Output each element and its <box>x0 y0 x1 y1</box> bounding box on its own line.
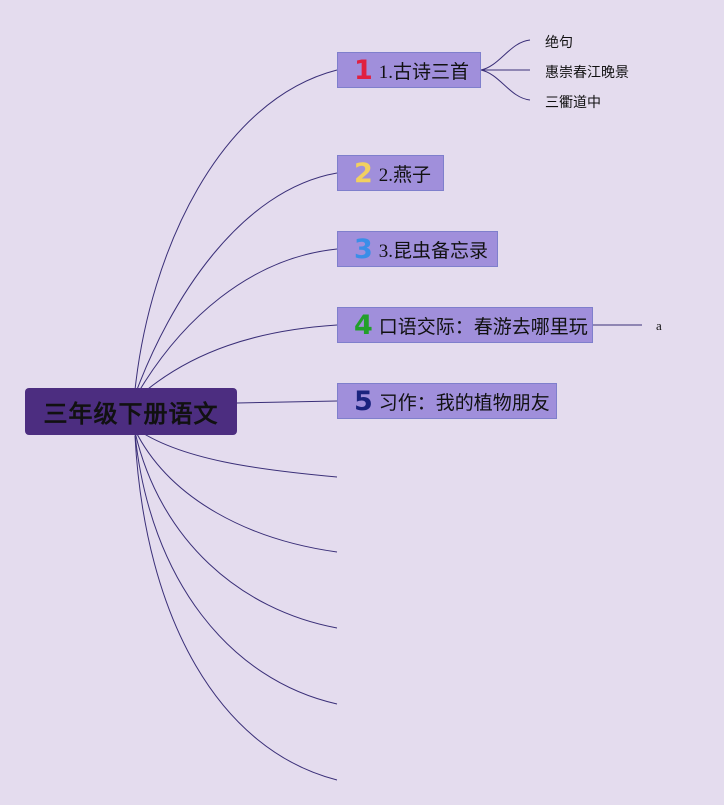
connector-topic-4 <box>134 324 338 401</box>
connector-topic-1 <box>134 69 338 391</box>
connector-topic-2 <box>134 172 338 396</box>
number-1-icon: 1 <box>354 54 373 86</box>
topic-2[interactable]: 2 2.燕子 <box>337 155 444 191</box>
topic-4-label: 口语交际：春游去哪里玩 <box>378 316 588 338</box>
topic-3-label: 3.昆虫备忘录 <box>378 240 489 262</box>
connector-empty-5 <box>134 435 338 781</box>
subtopic-sanqu[interactable]: 三衢道中 <box>545 95 601 111</box>
connector-empty-2 <box>134 429 338 553</box>
subtopic-huichong[interactable]: 惠崇春江晚景 <box>545 65 629 81</box>
topic-5-label: 习作：我的植物朋友 <box>378 392 550 414</box>
connector-topic-3 <box>134 248 338 399</box>
connector-empty-4 <box>134 433 338 705</box>
connector-sub-3 <box>480 69 531 101</box>
subtopic-a[interactable]: a <box>656 318 662 333</box>
connector-empty-1 <box>134 427 338 478</box>
topic-1-label: 1.古诗三首 <box>378 61 470 83</box>
connector-empty-3 <box>134 431 338 629</box>
connector-topic-5 <box>236 400 338 404</box>
root-label: 三年级下册语文 <box>43 400 219 428</box>
number-4-icon: 4 <box>354 309 373 341</box>
topic-2-label: 2.燕子 <box>378 164 432 186</box>
topic-5[interactable]: 5 习作：我的植物朋友 <box>337 383 557 419</box>
number-3-icon: 3 <box>354 233 373 265</box>
topic-4[interactable]: 4 口语交际：春游去哪里玩 <box>337 307 593 343</box>
topic-1[interactable]: 1 1.古诗三首 <box>337 52 481 88</box>
topic-3[interactable]: 3 3.昆虫备忘录 <box>337 231 498 267</box>
subtopic-jueju[interactable]: 绝句 <box>545 35 573 51</box>
number-2-icon: 2 <box>354 157 373 189</box>
connector-sub-1 <box>480 39 531 71</box>
number-5-icon: 5 <box>354 385 373 417</box>
root-node[interactable]: 三年级下册语文 <box>25 388 237 435</box>
